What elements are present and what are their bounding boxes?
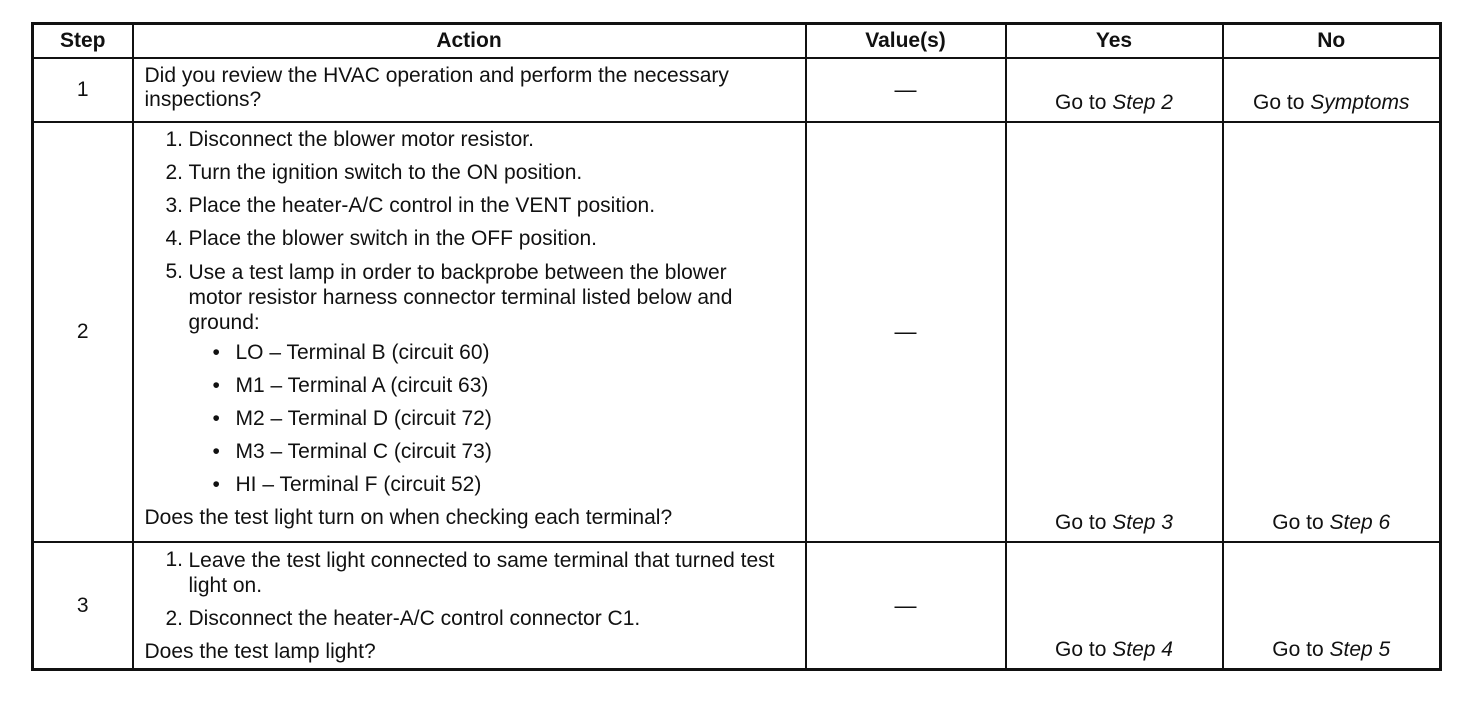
list-item: •M3 – Terminal C (circuit 73) bbox=[212, 440, 492, 463]
value-cell: — bbox=[804, 541, 1007, 671]
no-prefix: Go to bbox=[1253, 91, 1305, 114]
step-question: Does the test lamp light? bbox=[144, 640, 376, 663]
no-prefix: Go to bbox=[1272, 638, 1324, 661]
list-item: 1.Disconnect the blower motor resistor. bbox=[165, 128, 534, 151]
header-no: No bbox=[1221, 22, 1442, 59]
list-item: •M1 – Terminal A (circuit 63) bbox=[212, 374, 489, 397]
list-item: •LO – Terminal B (circuit 60) bbox=[212, 341, 490, 364]
yes-step-reference: Step 4 bbox=[1112, 638, 1173, 661]
action-cell: 1.Disconnect the blower motor resistor. … bbox=[131, 121, 807, 543]
action-cell: Did you review the HVAC operation and pe… bbox=[131, 57, 807, 123]
action-cell: 1.Leave the test light connected to same… bbox=[131, 541, 807, 671]
instruction-list: 1.Leave the test light connected to same… bbox=[145, 548, 795, 631]
yes-step-reference: Step 2 bbox=[1112, 91, 1173, 114]
step-question: Did you review the HVAC operation and pe… bbox=[144, 64, 729, 111]
no-cell: Go to Step 5 bbox=[1221, 541, 1442, 671]
list-item: •M2 – Terminal D (circuit 72) bbox=[212, 407, 492, 430]
no-step-reference: Symptoms bbox=[1310, 91, 1410, 114]
list-item: 4.Place the blower switch in the OFF pos… bbox=[165, 227, 598, 250]
instruction-list: 1.Disconnect the blower motor resistor. … bbox=[145, 128, 795, 335]
header-row: Step Action Value(s) Yes No bbox=[31, 22, 1442, 59]
yes-cell: Go to Step 4 bbox=[1004, 541, 1224, 671]
value-cell: — bbox=[804, 121, 1007, 543]
no-cell: Go to Step 6 bbox=[1221, 121, 1442, 543]
yes-cell: Go to Step 2 bbox=[1004, 57, 1224, 123]
no-cell: Go to Symptoms bbox=[1221, 57, 1442, 123]
no-step-reference: Step 6 bbox=[1329, 511, 1391, 534]
list-item: 1.Leave the test light connected to same… bbox=[165, 548, 775, 597]
value-cell: — bbox=[804, 57, 1007, 123]
yes-prefix: Go to bbox=[1055, 638, 1107, 661]
step-question: Does the test light turn on when checkin… bbox=[144, 506, 673, 529]
list-item: •HI – Terminal F (circuit 52) bbox=[212, 473, 482, 496]
step-number: 3 bbox=[31, 541, 134, 671]
list-item: 3.Place the heater-A/C control in the VE… bbox=[165, 194, 656, 217]
header-step: Step bbox=[31, 22, 134, 59]
yes-prefix: Go to bbox=[1055, 511, 1107, 534]
header-values: Value(s) bbox=[804, 22, 1007, 59]
table-row: 1 Did you review the HVAC operation and … bbox=[31, 57, 1442, 123]
diagnostic-table: Step Action Value(s) Yes No 1 Did you re… bbox=[31, 22, 1442, 671]
list-item: 5.Use a test lamp in order to backprobe … bbox=[165, 260, 733, 334]
list-item: 2.Turn the ignition switch to the ON pos… bbox=[165, 161, 583, 184]
no-step-reference: Step 5 bbox=[1329, 638, 1391, 661]
yes-step-reference: Step 3 bbox=[1112, 511, 1173, 534]
yes-cell: Go to Step 3 bbox=[1004, 121, 1224, 543]
yes-prefix: Go to bbox=[1055, 91, 1107, 114]
step-number: 1 bbox=[31, 57, 134, 123]
no-prefix: Go to bbox=[1272, 511, 1324, 534]
table-row: 2 1.Disconnect the blower motor resistor… bbox=[31, 121, 1442, 543]
header-yes: Yes bbox=[1004, 22, 1224, 59]
header-action: Action bbox=[131, 22, 807, 59]
table-row: 3 1.Leave the test light connected to sa… bbox=[31, 541, 1442, 671]
step-number: 2 bbox=[31, 121, 134, 543]
terminal-list: •LO – Terminal B (circuit 60) •M1 – Term… bbox=[145, 341, 795, 497]
list-item: 2.Disconnect the heater-A/C control conn… bbox=[165, 607, 641, 630]
